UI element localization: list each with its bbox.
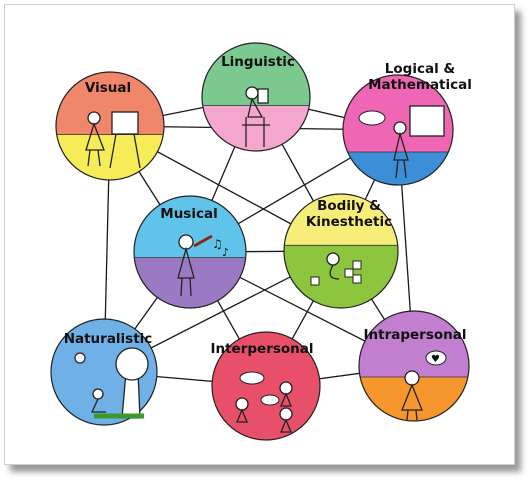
node-bodily: Bodily &Kinesthetic xyxy=(283,193,399,309)
node-linguistic: Linguistic xyxy=(201,42,311,152)
bodily-label: Bodily &Kinesthetic xyxy=(306,198,392,230)
person-under-tree-icon xyxy=(74,347,149,419)
people-talking-icon xyxy=(235,371,293,433)
interpersonal-label: Interpersonal xyxy=(210,341,313,357)
person-reading-book-icon xyxy=(242,86,270,147)
bodily-label-line-1: Bodily & xyxy=(317,198,381,214)
node-interpersonal: Interpersonal xyxy=(210,331,321,441)
intrapersonal-label: Intrapersonal xyxy=(364,327,467,343)
person-thinking-icon: ♥ xyxy=(401,350,447,421)
person-playing-violin-icon: ♫♪ xyxy=(177,234,229,297)
naturalistic-label: Naturalistic xyxy=(64,331,153,347)
visual-label-line-1: Visual xyxy=(85,80,131,96)
linguistic-label-line-1: Linguistic xyxy=(221,54,295,70)
linguistic-label: Linguistic xyxy=(221,54,295,70)
interpersonal-label-line-1: Interpersonal xyxy=(210,341,313,357)
logical-label: Logical &Mathematical xyxy=(368,61,472,93)
naturalistic-label-line-1: Naturalistic xyxy=(64,331,153,347)
node-naturalistic: Naturalistic xyxy=(50,318,158,426)
node-visual: Visual xyxy=(55,71,165,181)
child-with-blocks-icon xyxy=(310,252,362,286)
interpersonal-top-fill xyxy=(212,332,320,440)
logical-label-line-1: Logical & xyxy=(385,61,456,77)
node-logical: Logical &Mathematical xyxy=(342,61,472,186)
person-painting-easel-icon xyxy=(85,111,141,169)
intrapersonal-top-fill xyxy=(359,311,469,377)
node-intrapersonal: ♥ Intrapersonal xyxy=(358,310,470,422)
bodily-circle xyxy=(283,193,399,309)
musical-circle xyxy=(133,195,247,309)
visual-label: Visual xyxy=(85,80,131,96)
intrapersonal-label-line-1: Intrapersonal xyxy=(364,327,467,343)
node-musical: ♫♪ Musical xyxy=(133,195,247,309)
naturalistic-circle xyxy=(50,318,158,426)
bodily-label-line-2: Kinesthetic xyxy=(306,214,392,230)
intrapersonal-circle xyxy=(358,310,470,422)
interpersonal-circle xyxy=(211,331,321,441)
svg-text:♪: ♪ xyxy=(222,246,229,259)
person-at-chalkboard-icon xyxy=(358,105,445,179)
logical-label-line-2: Mathematical xyxy=(368,77,472,93)
visual-circle xyxy=(55,71,165,181)
musical-label: Musical xyxy=(160,206,217,222)
musical-label-line-1: Musical xyxy=(160,206,217,222)
svg-text:♥: ♥ xyxy=(431,354,440,365)
linguistic-circle xyxy=(201,42,311,152)
svg-text:♫: ♫ xyxy=(212,237,223,251)
logical-circle xyxy=(342,74,454,186)
